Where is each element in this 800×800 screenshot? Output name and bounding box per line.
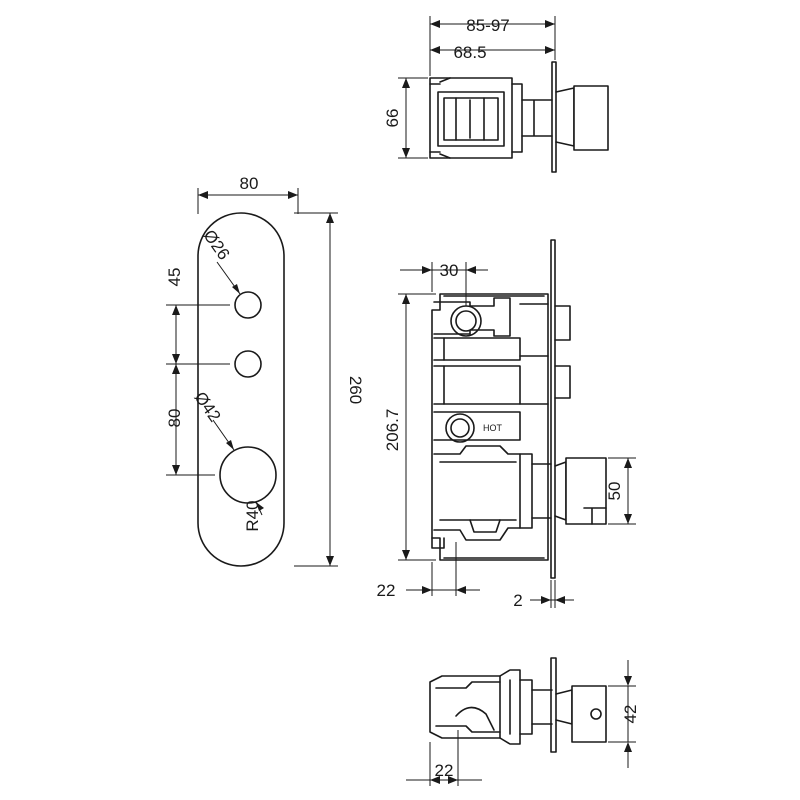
front-view: 80 260 45 80 Ø26 Ø42 R40	[165, 174, 365, 567]
dim-body-height: 206.7	[383, 409, 402, 452]
dim-knob-diameter: Ø42	[191, 388, 225, 425]
dim-top-overall-width: 85-97	[466, 16, 509, 35]
bottom-view: 42 22	[406, 657, 640, 786]
side-knob	[565, 457, 607, 525]
dim-button-spacing: 45	[165, 268, 184, 287]
dim-top-height: 66	[383, 109, 402, 128]
side-view: HOT 30 206.7 50	[377, 239, 636, 610]
dim-knob-spacing: 80	[165, 409, 184, 428]
dim-depth-offset: 22	[377, 581, 396, 600]
dim-plate-width: 80	[240, 174, 259, 193]
hot-inlet-label: HOT	[483, 423, 503, 433]
dim-knob-height: 50	[605, 482, 624, 501]
dim-plate-thickness: 2	[513, 591, 522, 610]
top-view: 85-97 68.5 66	[383, 16, 609, 173]
thermostatic-knob	[219, 446, 277, 504]
diverter-button-top	[234, 291, 262, 319]
dim-plate-radius: R40	[243, 500, 262, 531]
dim-bottom-offset: 22	[435, 761, 454, 780]
diverter-button-middle	[234, 350, 262, 378]
dim-bottom-height: 42	[621, 705, 640, 724]
dim-inlet-offset: 30	[440, 261, 459, 280]
dim-plate-height: 260	[346, 376, 365, 404]
dim-top-body-width: 68.5	[453, 43, 486, 62]
trim-plate-outline	[197, 212, 285, 567]
